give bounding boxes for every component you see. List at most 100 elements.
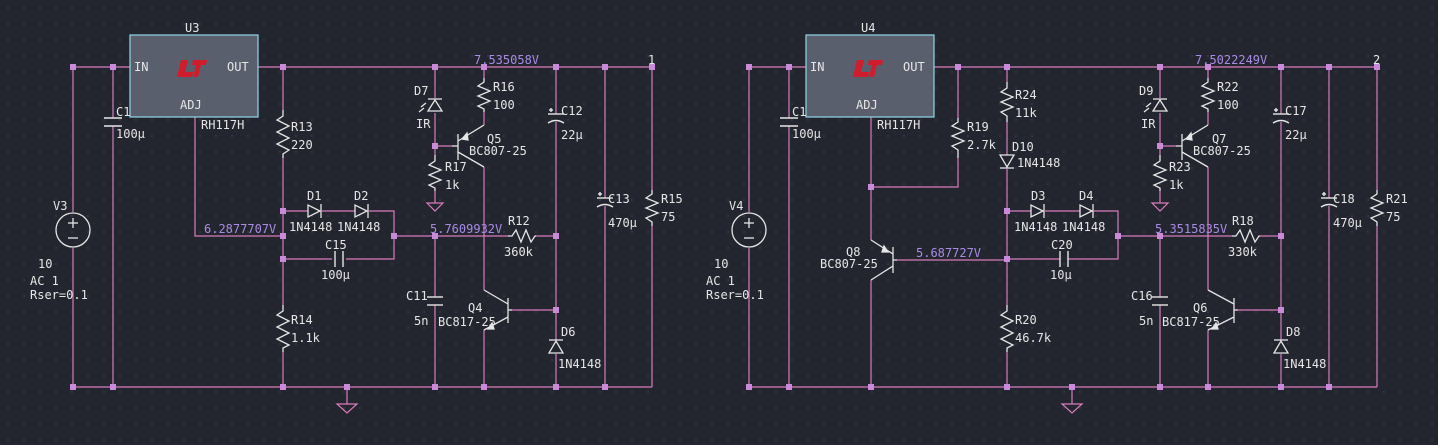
v3-rser: Rser=0.1 bbox=[30, 288, 88, 302]
d8-part: 1N4148 bbox=[1283, 357, 1326, 371]
out-port-1: 1 bbox=[648, 53, 655, 67]
transistor-q8[interactable] bbox=[870, 239, 897, 281]
ground-icon bbox=[1150, 202, 1170, 212]
diode-d4[interactable] bbox=[1079, 203, 1094, 219]
diode-d2[interactable] bbox=[354, 203, 369, 219]
v4-value: 10 bbox=[714, 257, 728, 271]
circuit-2: U4 IN OUT ADJ RH117H C1 100µ V4 10 AC 1 … bbox=[706, 21, 1408, 414]
capacitor-c18[interactable] bbox=[1320, 192, 1338, 208]
d9-value: IR bbox=[1141, 117, 1156, 131]
capacitor-c17[interactable] bbox=[1272, 108, 1290, 124]
c12-ref: C12 bbox=[561, 104, 583, 118]
u4-ref: U4 bbox=[861, 21, 875, 35]
u3-pin-out: OUT bbox=[227, 60, 249, 74]
resistor-r23[interactable] bbox=[1152, 155, 1168, 191]
transistor-q6[interactable] bbox=[1207, 289, 1238, 331]
q7-part: BC807-25 bbox=[1193, 144, 1251, 158]
u3-pin-in: IN bbox=[134, 60, 148, 74]
u4-pin-in: IN bbox=[810, 60, 824, 74]
resistor-r22[interactable] bbox=[1200, 78, 1216, 112]
node-voltage-q8: 5.687727V bbox=[916, 246, 981, 260]
resistor-r17[interactable] bbox=[427, 155, 443, 191]
node-voltage-out-2: 7.5022249V bbox=[1195, 53, 1267, 67]
node-voltage-base-1: 5.7609932V bbox=[430, 222, 502, 236]
u3-part: RH117H bbox=[201, 118, 244, 132]
node-voltage-base-2: 5.3515835V bbox=[1155, 222, 1227, 236]
resistor-r12[interactable] bbox=[508, 228, 536, 244]
capacitor-c16[interactable] bbox=[1152, 296, 1168, 306]
q4-ref: Q4 bbox=[468, 301, 482, 315]
diode-d8[interactable] bbox=[1272, 339, 1290, 354]
r22-value: 100 bbox=[1217, 98, 1239, 112]
led-d7-icon[interactable] bbox=[418, 98, 444, 113]
v4-ref: V4 bbox=[729, 199, 743, 213]
u3-ref: U3 bbox=[185, 21, 199, 35]
d8-ref: D8 bbox=[1286, 325, 1300, 339]
r17-ref: R17 bbox=[445, 160, 467, 174]
voltage-source-v3[interactable] bbox=[55, 212, 91, 248]
r15-value: 75 bbox=[661, 210, 675, 224]
c18-ref: C18 bbox=[1333, 192, 1355, 206]
capacitor-c15[interactable] bbox=[334, 251, 344, 267]
resistor-r14[interactable] bbox=[275, 305, 291, 352]
led-d9-icon[interactable] bbox=[1143, 98, 1169, 113]
resistor-r16[interactable] bbox=[476, 78, 492, 112]
transistor-q5[interactable] bbox=[452, 124, 485, 168]
q5-ref: Q5 bbox=[487, 132, 501, 146]
resistor-r20[interactable] bbox=[999, 305, 1015, 352]
d7-value: IR bbox=[416, 117, 431, 131]
d4-ref: D4 bbox=[1079, 189, 1093, 203]
ic-u3-body[interactable] bbox=[129, 34, 259, 118]
capacitor-c1[interactable] bbox=[104, 117, 122, 127]
capacitor-c1-2[interactable] bbox=[780, 117, 798, 127]
r13-ref: R13 bbox=[291, 120, 313, 134]
resistor-r19[interactable] bbox=[950, 118, 966, 158]
r23-ref: R23 bbox=[1169, 160, 1191, 174]
capacitor-c13[interactable] bbox=[596, 192, 614, 208]
q6-ref: Q6 bbox=[1193, 301, 1207, 315]
r17-value: 1k bbox=[445, 178, 460, 192]
capacitor-c20[interactable] bbox=[1059, 251, 1069, 267]
resistor-r15[interactable] bbox=[644, 190, 660, 226]
v3-value: 10 bbox=[38, 257, 52, 271]
c20-value: 10µ bbox=[1050, 268, 1072, 282]
resistor-r18[interactable] bbox=[1232, 228, 1260, 244]
diode-d1[interactable] bbox=[307, 203, 322, 219]
capacitor-c12[interactable] bbox=[547, 108, 565, 124]
r23-value: 1k bbox=[1169, 178, 1184, 192]
u4-part: RH117H bbox=[877, 118, 920, 132]
u4-pin-out: OUT bbox=[903, 60, 925, 74]
q8-part: BC807-25 bbox=[820, 257, 878, 271]
r20-value: 46.7k bbox=[1015, 331, 1052, 345]
q5-part: BC807-25 bbox=[469, 144, 527, 158]
resistor-r24[interactable] bbox=[999, 82, 1015, 122]
u3-pin-adj: ADJ bbox=[180, 98, 202, 112]
c1-2-ref: C1 bbox=[792, 105, 806, 119]
diode-d10[interactable] bbox=[998, 154, 1016, 169]
diode-d6[interactable] bbox=[547, 339, 565, 354]
c17-value: 22µ bbox=[1285, 128, 1307, 142]
r15-ref: R15 bbox=[661, 192, 683, 206]
c17-ref: C17 bbox=[1285, 104, 1307, 118]
d7-ref: D7 bbox=[414, 84, 428, 98]
r24-ref: R24 bbox=[1015, 88, 1037, 102]
q6-part: BC817-25 bbox=[1162, 315, 1220, 329]
q8-ref: Q8 bbox=[846, 245, 860, 259]
r13-value: 220 bbox=[291, 138, 313, 152]
lt-logo-icon bbox=[177, 60, 207, 77]
c1-ref: C1 bbox=[116, 105, 130, 119]
capacitor-c11[interactable] bbox=[427, 296, 443, 306]
r16-ref: R16 bbox=[493, 80, 515, 94]
transistor-q7[interactable] bbox=[1176, 124, 1209, 168]
voltage-source-v4[interactable] bbox=[731, 212, 767, 248]
c13-value: 470µ bbox=[608, 216, 637, 230]
resistor-r21[interactable] bbox=[1369, 190, 1385, 226]
r22-ref: R22 bbox=[1217, 80, 1239, 94]
resistor-r13[interactable] bbox=[275, 110, 291, 158]
d1-part: 1N4148 bbox=[289, 220, 332, 234]
r24-value: 11k bbox=[1015, 106, 1037, 120]
v3-ref: V3 bbox=[53, 199, 67, 213]
diode-d3[interactable] bbox=[1030, 203, 1045, 219]
transistor-q4[interactable] bbox=[483, 289, 512, 331]
